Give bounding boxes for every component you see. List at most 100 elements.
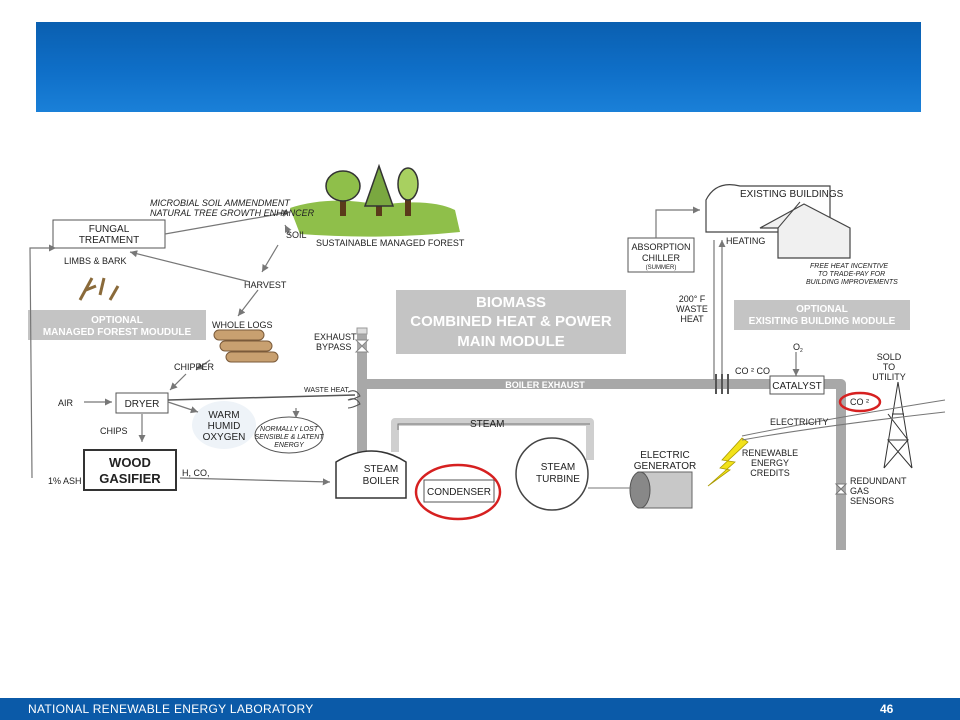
label-boiler-exhaust: BOILER EXHAUST xyxy=(505,380,585,390)
label-chips: CHIPS xyxy=(100,426,128,436)
bypass-cap xyxy=(356,327,368,335)
warm-cloud xyxy=(192,401,256,449)
label-free-3: BUILDING IMPROVEMENTS xyxy=(806,279,898,286)
waste-heat-coil xyxy=(347,390,361,409)
label-steam-turbine-2: TURBINE xyxy=(536,474,580,485)
label-chipper: CHIPPER xyxy=(174,362,215,372)
optional-building-box xyxy=(734,300,910,330)
bypass-valve xyxy=(354,339,370,353)
label-whole-logs: WHOLE LOGS xyxy=(212,320,273,330)
label-free-1: FREE HEAT INCENTIVE xyxy=(810,263,888,270)
steam-arrow xyxy=(397,423,590,430)
label-o2-sub: 2 xyxy=(800,348,803,354)
label-co2co: CO ² CO xyxy=(735,366,770,376)
label-warm-3: OXYGEN xyxy=(203,432,246,443)
absorption-chiller-box xyxy=(627,237,695,273)
label-renew-2: ENERGY xyxy=(751,458,789,468)
label-dryer: DRYER xyxy=(125,399,160,410)
power-lines xyxy=(741,399,946,441)
label-fungal-1: FUNGAL xyxy=(89,224,130,235)
label-absorption-2: CHILLER xyxy=(642,253,681,263)
label-gasifier-1: WOOD xyxy=(109,455,151,470)
label-free-2: TO TRADE-PAY FOR xyxy=(818,271,885,278)
label-biomass-1: BIOMASS xyxy=(476,294,546,311)
steam-loop xyxy=(391,418,594,460)
label-waste200-3: HEAT xyxy=(680,314,704,324)
labels: MICROBIAL SOIL AMMENDMENT NATURAL TREE G… xyxy=(43,189,907,506)
label-warm-1: WARM xyxy=(208,410,239,421)
label-opt-bldg-2: EXISITING BUILDING MODULE xyxy=(749,316,896,327)
steam-boiler xyxy=(335,450,407,499)
power-tower xyxy=(883,381,913,469)
label-existing: EXISTING BUILDINGS xyxy=(740,189,844,200)
waste-heat-line xyxy=(167,394,356,401)
label-opt-forest-1: OPTIONAL xyxy=(91,315,143,326)
label-sold-2: TO xyxy=(883,362,895,372)
label-warm-2: HUMID xyxy=(208,421,241,432)
page-number: 46 xyxy=(880,702,894,716)
wood-gasifier-box xyxy=(83,449,177,491)
lost-energy-bubble xyxy=(254,416,324,454)
label-fungal-2: TREATMENT xyxy=(79,235,139,246)
label-lost-2: SENSIBLE & LATENT xyxy=(254,434,324,441)
label-lost-3: ENERGY xyxy=(274,442,305,449)
label-limbs: LIMBS & BARK xyxy=(64,256,127,266)
label-forest: SUSTAINABLE MANAGED FOREST xyxy=(316,238,465,248)
steam-turbine xyxy=(515,437,589,511)
label-renew-3: CREDITS xyxy=(750,468,790,478)
label-electricity: ELECTRICITY xyxy=(770,417,829,427)
footer-bar: NATIONAL RENEWABLE ENERGY LABORATORY 46 xyxy=(0,698,960,720)
building-arrows xyxy=(655,206,800,380)
label-biomass-3: MAIN MODULE xyxy=(457,333,565,350)
label-redundant-3: SENSORS xyxy=(850,496,894,506)
label-lost-1: NORMALLY LOST xyxy=(260,426,319,433)
label-absorption-3: (SUMMER) xyxy=(646,265,677,271)
exhaust-coil xyxy=(715,374,729,394)
forest-illustration xyxy=(290,163,460,237)
label-biomass-2: COMBINED HEAT & POWER xyxy=(410,313,612,330)
label-opt-forest-2: MANAGED FOREST MOUDULE xyxy=(43,327,192,338)
label-redundant-1: REDUNDANT xyxy=(850,476,907,486)
label-heating: HEATING xyxy=(726,236,765,246)
label-co2: CO ² xyxy=(850,397,869,407)
label-microbial-1: MICROBIAL SOIL AMMENDMENT xyxy=(150,198,291,208)
logs-illustration xyxy=(213,329,279,363)
label-gasifier-2: GASIFIER xyxy=(99,471,161,486)
label-soil: SOIL xyxy=(286,230,307,240)
footer-org: NATIONAL RENEWABLE ENERGY LABORATORY xyxy=(28,702,314,716)
label-sold-1: SOLD xyxy=(877,352,902,362)
label-waste200-1: 200° F xyxy=(679,294,706,304)
label-hco: H, CO, xyxy=(182,468,210,478)
label-steam-boiler-1: STEAM xyxy=(364,464,398,475)
label-renew-1: RENEWABLE xyxy=(742,448,798,458)
condenser-box xyxy=(423,479,495,503)
label-catalyst: CATALYST xyxy=(772,381,821,392)
label-microbial-2: NATURAL TREE GROWTH ENHANCER xyxy=(150,208,315,218)
optional-forest-box xyxy=(28,310,206,340)
label-steam-boiler-2: BOILER xyxy=(363,476,400,487)
label-steam-turbine-1: STEAM xyxy=(541,462,575,473)
label-steam: STEAM xyxy=(470,419,504,430)
dryer-box xyxy=(115,392,169,414)
sensor-valve xyxy=(834,483,848,495)
boiler-exhaust-pipe xyxy=(357,379,846,550)
label-waste-heat: WASTE HEAT xyxy=(304,387,349,394)
header-banner xyxy=(36,22,921,112)
label-air: AIR xyxy=(58,398,74,408)
label-sold-3: UTILITY xyxy=(872,372,906,382)
lightning-bolt xyxy=(707,437,749,487)
label-electric-2: GENERATOR xyxy=(634,461,696,472)
label-condenser: CONDENSER xyxy=(427,487,491,498)
label-harvest: HARVEST xyxy=(244,280,287,290)
label-ash: 1% ASH xyxy=(48,476,82,486)
co2-highlight xyxy=(838,391,882,413)
limbs-illustration xyxy=(78,277,120,301)
label-exhaust-1: EXHAUST xyxy=(314,332,357,342)
label-opt-bldg-1: OPTIONAL xyxy=(796,304,848,315)
condenser-highlight xyxy=(414,463,502,521)
electric-generator xyxy=(629,471,693,509)
pipes xyxy=(357,330,846,550)
catalyst-box xyxy=(769,375,825,395)
biomass-module-box xyxy=(396,290,626,354)
